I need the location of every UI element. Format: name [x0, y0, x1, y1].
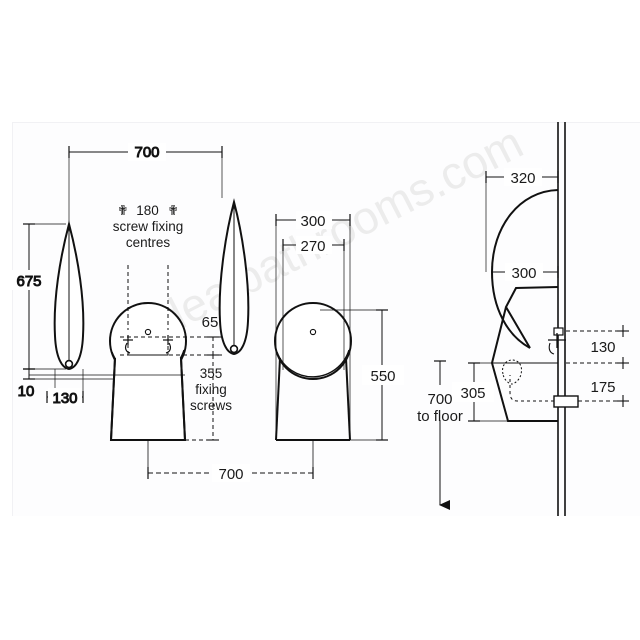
dim-label-to-floor-text: to floor — [417, 408, 463, 425]
note-fixing-screws-line1: fixing — [195, 382, 227, 397]
dim-label-130-inlet: 130 — [590, 339, 615, 356]
dim-height-305 — [468, 362, 508, 422]
dim-label-300-section: 300 — [511, 265, 536, 282]
dim-label-320: 320 — [510, 170, 535, 187]
dim-label-65: 65 — [202, 314, 219, 331]
dim-to-floor — [434, 360, 450, 510]
dim-65-and-355 — [183, 336, 222, 441]
dim-label-130: 130 — [52, 390, 77, 407]
dim-outlet-175 — [578, 395, 629, 407]
dim-label-175-outlet: 175 — [590, 379, 615, 396]
dim-label-700-top: 700 — [134, 144, 159, 161]
dim-label-305: 305 — [460, 385, 485, 402]
dim-label-10: 10 — [18, 383, 35, 400]
dim-label-700-to-floor: 700 — [427, 391, 452, 408]
side-profile-right-view — [218, 198, 250, 356]
dim-label-700-bottom: 700 — [218, 466, 243, 483]
note-screw-fixing-value-line: ✟ 180 ✟ — [117, 203, 179, 218]
note-fixing-screws-line2: screws — [190, 398, 232, 413]
dim-label-550: 550 — [370, 368, 395, 385]
note-fixing-screws-value: 355 — [200, 366, 223, 381]
dim-label-270: 270 — [300, 238, 325, 255]
wall-section — [557, 122, 566, 516]
side-profile-left-view — [53, 220, 85, 371]
note-screw-fixing-line2: centres — [126, 235, 171, 250]
note-screw-fixing-line1: screw fixing — [113, 219, 184, 234]
dim-label-675: 675 — [16, 273, 41, 290]
front-right-view — [274, 302, 352, 441]
waste-outlet — [502, 359, 579, 408]
dim-inlet-130 — [566, 325, 629, 369]
dim-label-300-front: 300 — [300, 213, 325, 230]
inlet-fitting — [548, 327, 566, 355]
front-left-view — [109, 302, 187, 441]
section-right-view — [490, 189, 559, 422]
